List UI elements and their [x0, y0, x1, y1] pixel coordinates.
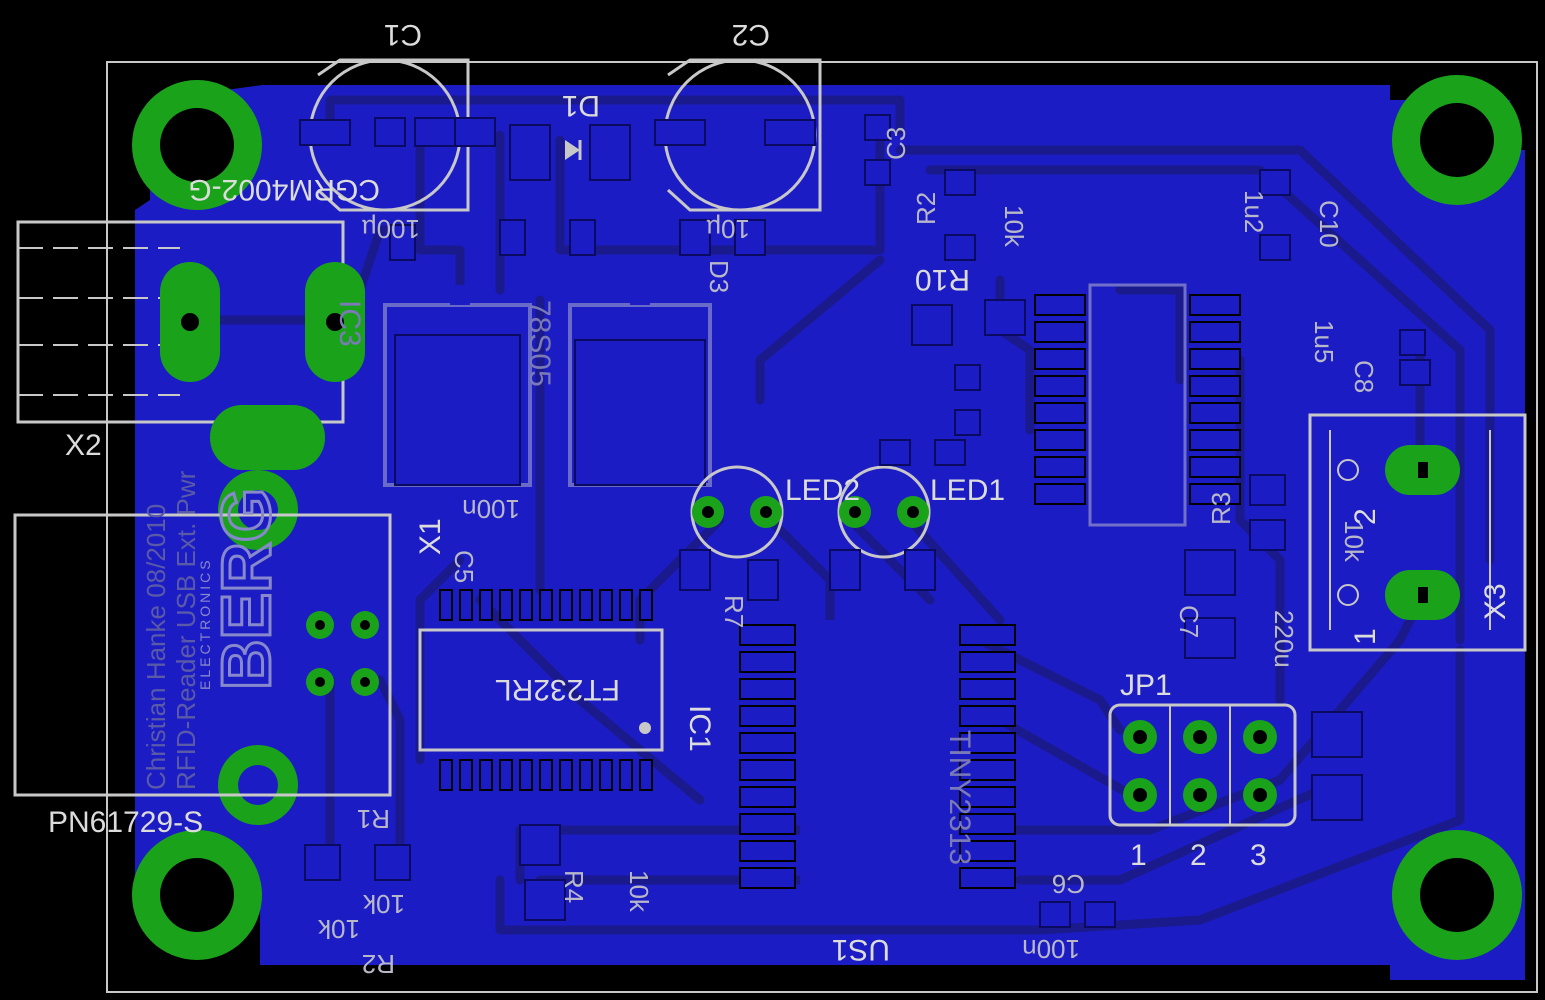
- right-chip-pins-right: [1189, 294, 1241, 505]
- label-x1: X1: [414, 518, 447, 555]
- label-r4-val: 10k: [624, 870, 654, 913]
- ic1-pins-top: [439, 589, 653, 621]
- chip-us1-tiny2313: [739, 620, 1016, 920]
- label-c7-val: 220u: [1269, 610, 1299, 668]
- label-r1-val: 10k: [362, 889, 405, 919]
- label-c2-val: 10µ: [706, 214, 750, 244]
- label-1u2: 1u2: [1239, 190, 1269, 233]
- right-chip-pins-left: [1034, 294, 1086, 505]
- label-c5: C5: [449, 550, 479, 583]
- label-r-10k: 10k: [999, 205, 1029, 248]
- label-c6: C6: [1052, 869, 1085, 899]
- label-jp1-1: 1: [1130, 839, 1147, 872]
- bottom-resistor-pads: [304, 824, 1116, 928]
- label-jp1-2: 2: [1190, 839, 1207, 872]
- label-r3: R3: [1206, 492, 1236, 525]
- label-led1: LED1: [930, 474, 1005, 507]
- credit-line-1: Christian Hanke 08/2010: [141, 504, 171, 790]
- terminal-x3: [1308, 413, 1527, 652]
- credit-text: Christian Hanke 08/2010 RFID-Reader USB …: [141, 470, 201, 790]
- regulator-ic3: [383, 285, 712, 487]
- mounting-holes: [132, 75, 1522, 960]
- us1-pins-left: [739, 624, 796, 889]
- label-x3: X3: [1479, 583, 1512, 620]
- label-c1-val: 100µ: [362, 214, 420, 244]
- label-us1-part: TINY2313: [943, 730, 976, 865]
- label-jp1-3: 3: [1250, 839, 1267, 872]
- r3-c7-pads: [1184, 474, 1286, 659]
- chip-ic1-ft232rl: [418, 589, 664, 791]
- label-r2-val: 10k: [317, 914, 360, 944]
- label-c2: C2: [732, 18, 770, 51]
- connector-x1: [13, 405, 392, 825]
- label-c6-val: 100n: [1022, 934, 1080, 964]
- label-c5-val: 100n: [462, 494, 520, 524]
- led-pads: [679, 439, 966, 601]
- label-led2: LED2: [785, 474, 860, 507]
- label-jp1: JP1: [1120, 669, 1172, 702]
- label-r2: R2: [362, 949, 395, 979]
- smd-pads-top: [299, 114, 1431, 436]
- label-ic1-part: FT232RL: [495, 673, 620, 706]
- label-x3-1: 1: [1349, 628, 1382, 645]
- led-2: [690, 465, 784, 559]
- label-1u5: 1u5: [1309, 320, 1339, 363]
- label-d1: D1: [562, 89, 600, 122]
- board-outline: [106, 61, 1538, 993]
- label-d3: D3: [704, 260, 734, 293]
- us1-pins-right: [959, 624, 1016, 889]
- label-x2: X2: [65, 429, 102, 462]
- label-x3-2: 2: [1349, 508, 1382, 525]
- label-us1: US1: [832, 933, 890, 966]
- berg-logo-sub: ELECTRONICS: [197, 557, 213, 690]
- label-c7: C7: [1174, 605, 1204, 638]
- label-r1: R1: [357, 804, 390, 834]
- label-r2x: R2: [911, 192, 941, 225]
- label-ic3: IC3: [333, 300, 366, 347]
- label-ic1: IC1: [683, 705, 716, 752]
- pads-near-jp1: [1311, 711, 1363, 821]
- traces: [215, 95, 1495, 935]
- credit-line-2: RFID-Reader USB Ext. Pwr: [171, 470, 201, 790]
- label-ic3-part: 78S05: [523, 300, 556, 387]
- label-c3: C3: [881, 127, 911, 160]
- jumper-jp1: [1108, 703, 1297, 827]
- label-c1: C1: [384, 18, 422, 51]
- label-r10: R10: [915, 263, 970, 296]
- label-c8: C8: [1349, 360, 1379, 393]
- usb-connector-x2: [16, 220, 365, 424]
- label-r7: R7: [719, 595, 749, 628]
- label-r4: R4: [559, 870, 589, 903]
- ic1-pins-bottom: [439, 759, 653, 791]
- berg-logo: BERG ELECTRONICS: [197, 486, 287, 691]
- berg-logo-text: BERG: [207, 488, 285, 690]
- diode-d1-symbol: [565, 140, 582, 160]
- silkscreen-labels: C1 C2 D1 CGRM4002-G 100µ 10µ D3 C3 R2 R1…: [48, 18, 1512, 979]
- label-c10: C10: [1314, 200, 1344, 248]
- label-r3-val: 10k: [1339, 520, 1369, 563]
- label-pn: PN61729-S: [48, 806, 203, 839]
- led-1: [837, 465, 931, 559]
- chip-right-soic: [1034, 283, 1241, 527]
- label-d1-part: CGRM4002-G: [188, 173, 380, 206]
